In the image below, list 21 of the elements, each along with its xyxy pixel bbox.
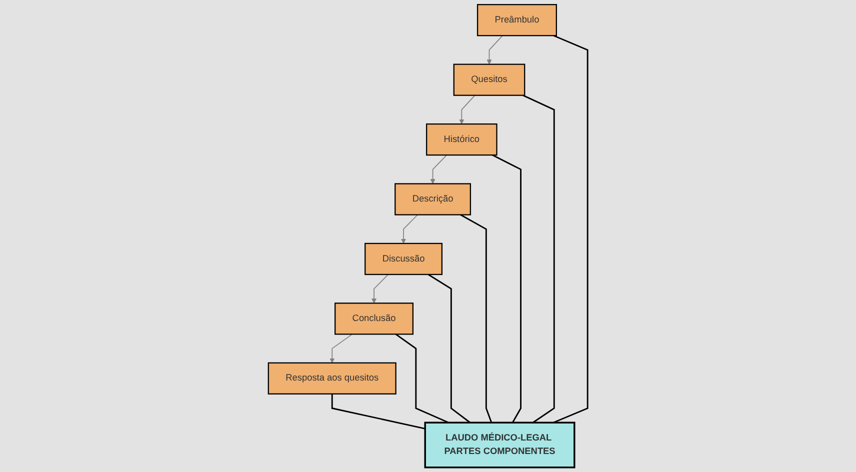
connector <box>460 214 492 423</box>
node-box: Preâmbulo <box>476 4 557 36</box>
node-box: LAUDO MÉDICO-LEGAL PARTES COMPONENTES <box>424 422 576 468</box>
arrow <box>430 154 448 184</box>
arrow <box>486 35 504 65</box>
arrow <box>401 214 418 244</box>
node-box: Descrição <box>394 183 471 216</box>
connector <box>522 94 555 424</box>
arrow <box>371 274 389 304</box>
arrow <box>330 334 353 364</box>
node-box: Histórico <box>426 123 498 156</box>
node-box: Resposta aos quesitos <box>268 362 396 394</box>
node-box: Conclusão <box>334 302 414 335</box>
node-box: Discussão <box>364 242 443 276</box>
connector <box>553 34 588 424</box>
connector <box>331 394 426 430</box>
connector <box>492 154 522 423</box>
arrow <box>459 94 476 124</box>
connector <box>395 334 449 424</box>
connector <box>428 274 471 424</box>
node-box: Quesitos <box>453 64 526 96</box>
